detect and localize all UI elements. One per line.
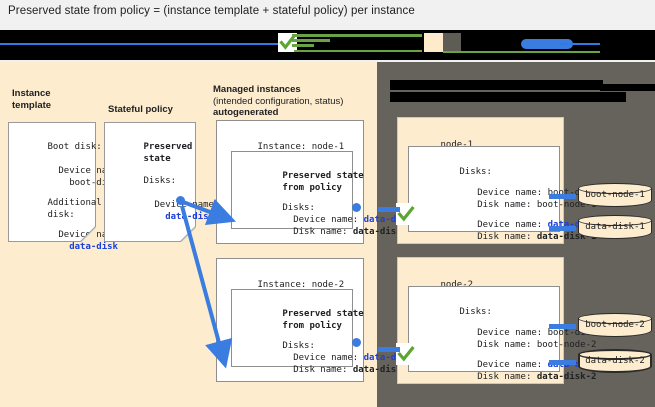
node-1-name: node-1 xyxy=(440,140,474,150)
node-1-disks-label: Disks: xyxy=(459,167,492,177)
mi1-instance-label: Instance: node-1 xyxy=(257,142,345,152)
volume-data-disk-1: data-disk-1 xyxy=(578,215,654,241)
mi2-preserved-line1: Preserved state xyxy=(282,309,364,319)
mi1-disks-label: Disks: xyxy=(282,203,315,213)
heading-stateful-policy: Stateful policy xyxy=(108,104,173,115)
managed-instance-node-1: Instance: node-1 Preserved state from po… xyxy=(216,120,412,244)
running-node-2-card: node-2 Disks: Device name: boot-disk Dis… xyxy=(397,257,596,384)
card-fold-corner-icon xyxy=(80,226,96,242)
node-2-status-green-check-icon xyxy=(396,343,416,365)
node-2-boot-device-value: boot-disk xyxy=(547,328,597,338)
managed-instance-node-1-preserved-state: Preserved state from policy Disks: Devic… xyxy=(231,151,412,237)
node-1-data-disk-value: data-disk-1 xyxy=(536,232,597,242)
connector-boot-node-1 xyxy=(549,194,576,199)
tpl-data-device-name-value: data-disk xyxy=(47,242,118,252)
mi1-disk-name-label: Disk name: xyxy=(282,227,353,237)
legend-blue-rule-left xyxy=(0,43,278,45)
sp-disks-label: Disks: xyxy=(143,176,177,186)
right-heading-redacted-tail xyxy=(600,84,655,91)
legend-blue-rule-right xyxy=(560,43,600,45)
mi2-disks-label: Disks: xyxy=(282,341,315,351)
managed-instance-node-2-preserved-state: Preserved state from policy Disks: Devic… xyxy=(231,289,412,375)
node-2-disks-label: Disks: xyxy=(459,307,492,317)
node-2-boot-disk-value: boot-node-2 xyxy=(536,340,597,350)
card-stateful-policy: Preserved state Disks: Device name: data… xyxy=(104,122,219,242)
volume-boot-node-1: boot-node-1 xyxy=(578,183,654,209)
volume-boot-node-2: boot-node-2 xyxy=(578,313,654,339)
card-instance-template: Boot disk: Device name: boot-disk Additi… xyxy=(8,122,123,252)
legend-swatch-tan xyxy=(424,33,443,52)
mi1-disk-name-value: data-disk-1 xyxy=(352,227,413,237)
node-2-boot-device-label: Device name: xyxy=(466,328,548,338)
mi1-device-name-value: data-disk xyxy=(363,215,413,225)
volume-boot-node-2-label: boot-node-2 xyxy=(585,320,645,330)
mi1-preserved-line2: from policy xyxy=(282,183,342,193)
mi1-device-name-label: Device name: xyxy=(282,215,364,225)
mi2-disk-name-label: Disk name: xyxy=(282,365,353,375)
connector-boot-node-2 xyxy=(549,324,576,329)
tpl-boot-device-name-value: boot-disk xyxy=(47,178,118,188)
volume-data-disk-2-label: data-disk-2 xyxy=(585,356,645,366)
heading-instance-template: Instance template xyxy=(12,88,52,111)
mi2-instance-label: Instance: node-2 xyxy=(257,280,345,290)
node-1-status-green-check-icon xyxy=(396,203,416,225)
card-fold-corner-icon xyxy=(180,226,196,242)
legend-green-rule-3 xyxy=(292,44,314,47)
connector-data-disk-1 xyxy=(549,226,576,231)
managed-instance-node-2: Instance: node-2 Preserved state from po… xyxy=(216,258,412,382)
connector-dot-managed-node-2 xyxy=(352,338,361,347)
page-title: Preserved state from policy = (instance … xyxy=(8,5,415,17)
volume-data-disk-2: data-disk-2 xyxy=(578,349,654,375)
connector-node-2-inbound xyxy=(378,347,400,352)
right-heading-redacted-line2 xyxy=(390,92,626,102)
tpl-additional-disk-label-1: Additional xyxy=(47,198,102,208)
node-1-data-disk-label: Disk name: xyxy=(466,232,537,242)
legend-swatch-grey xyxy=(443,33,461,52)
legend-green-rule-2 xyxy=(292,39,330,42)
legend-green-check-icon xyxy=(278,33,297,52)
legend-swatch-blue-pill xyxy=(521,39,573,49)
node-1-boot-disk-value: boot-node-1 xyxy=(536,200,597,210)
running-node-2-disks: Disks: Device name: boot-disk Disk name:… xyxy=(408,286,596,382)
running-node-1-card: node-1 Disks: Device name: boot-disk Dis… xyxy=(397,117,596,244)
volume-boot-node-1-label: boot-node-1 xyxy=(585,190,645,200)
node-2-data-disk-label: Disk name: xyxy=(466,372,537,382)
node-2-boot-disk-label: Disk name: xyxy=(466,340,537,350)
node-1-boot-device-value: boot-disk xyxy=(547,188,597,198)
connector-data-disk-2 xyxy=(549,360,576,365)
connector-dot-managed-node-1 xyxy=(352,203,361,212)
mi1-preserved-line1: Preserved state xyxy=(282,171,364,181)
right-heading-redacted-line1 xyxy=(390,80,603,90)
mi2-device-name-label: Device name: xyxy=(282,353,364,363)
heading-managed-instances: Managed instances (intended configuratio… xyxy=(213,84,344,118)
connector-node-1-inbound xyxy=(378,207,400,212)
tpl-boot-disk-label: Boot disk: xyxy=(47,142,102,152)
connector-dot-stateful-policy xyxy=(176,196,185,205)
legend-green-rule-5 xyxy=(443,51,600,53)
legend-green-rule-4 xyxy=(294,50,422,52)
mi2-preserved-line2: from policy xyxy=(282,321,342,331)
node-1-data-device-label: Device name: xyxy=(466,220,548,230)
tpl-additional-disk-label-2: disk: xyxy=(47,210,75,220)
sp-preserved-line1: Preserved xyxy=(143,142,193,152)
node-1-boot-disk-label: Disk name: xyxy=(466,200,537,210)
mi2-disk-name-value: data-disk-2 xyxy=(352,365,413,375)
sp-device-name-value: data-disk xyxy=(143,212,214,222)
sp-preserved-line2: state xyxy=(143,154,171,164)
node-1-data-device-value: data-disk xyxy=(547,220,597,230)
running-node-1-disks: Disks: Device name: boot-disk Disk name:… xyxy=(408,146,596,242)
node-2-data-device-label: Device name: xyxy=(466,360,548,370)
volume-data-disk-1-label: data-disk-1 xyxy=(585,222,645,232)
node-2-data-disk-value: data-disk-2 xyxy=(536,372,597,382)
node-1-boot-device-label: Device name: xyxy=(466,188,548,198)
legend-green-rule-1 xyxy=(292,34,422,37)
node-2-data-device-value: data-disk xyxy=(547,360,597,370)
node-2-name: node-2 xyxy=(440,280,474,290)
mi2-device-name-value: data-disk xyxy=(363,353,413,363)
